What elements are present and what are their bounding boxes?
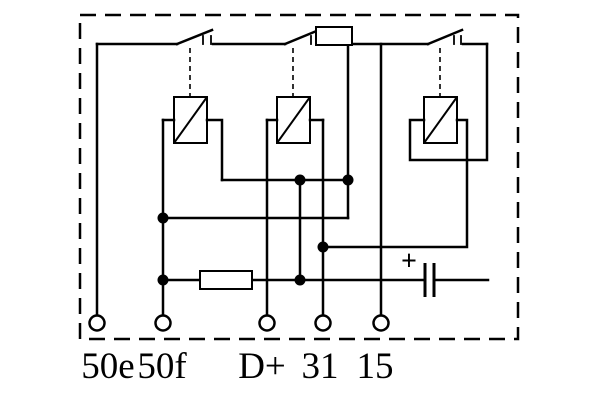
wire-relay-3-right-pin — [321, 118, 469, 249]
capacitor: + — [401, 246, 436, 297]
wire-relay-1-right-pin — [205, 118, 224, 182]
terminal-label-15: 15 — [357, 346, 394, 387]
terminal-50e-circle — [88, 314, 106, 332]
junction-dot — [157, 274, 169, 286]
switch-2 — [283, 28, 321, 46]
resistor — [199, 270, 253, 290]
junction-dot — [342, 174, 354, 186]
relay-1 — [173, 96, 208, 144]
terminal-15-circle — [372, 314, 390, 332]
junction-dot — [294, 274, 306, 286]
switch-blade — [175, 28, 214, 46]
switch-1 — [175, 28, 214, 46]
relay-3 — [423, 96, 458, 144]
terminal-label-50e: 50e — [81, 346, 134, 387]
terminal-labels: 50e 50f D+ 31 15 — [81, 346, 393, 387]
junction-dot — [157, 212, 169, 224]
switch-blade — [426, 28, 464, 46]
switch-3 — [426, 28, 464, 46]
enclosure-dashed-border — [78, 13, 520, 341]
junction-dots — [157, 174, 354, 286]
junction-dot — [294, 174, 306, 186]
connector-box — [315, 26, 353, 46]
capacitor-polarity-label: + — [401, 246, 417, 277]
junction-dot — [317, 241, 329, 253]
terminal-31-circle — [314, 314, 332, 332]
relay-coil-diagonal — [173, 96, 208, 144]
switch-blade — [283, 28, 321, 46]
relay-2 — [276, 96, 311, 144]
wires — [95, 42, 490, 317]
terminal-label-31: 31 — [302, 346, 339, 387]
relay-coil-diagonal — [423, 96, 458, 144]
relay-coil-diagonal — [276, 96, 311, 144]
terminal-label-50f: 50f — [137, 346, 187, 387]
wire-bus-right-drop — [408, 42, 489, 162]
terminal-50f-circle — [154, 314, 172, 332]
terminal-dplus-circle — [258, 314, 276, 332]
terminals — [88, 314, 390, 332]
terminal-label-dplus: D+ — [238, 346, 286, 387]
